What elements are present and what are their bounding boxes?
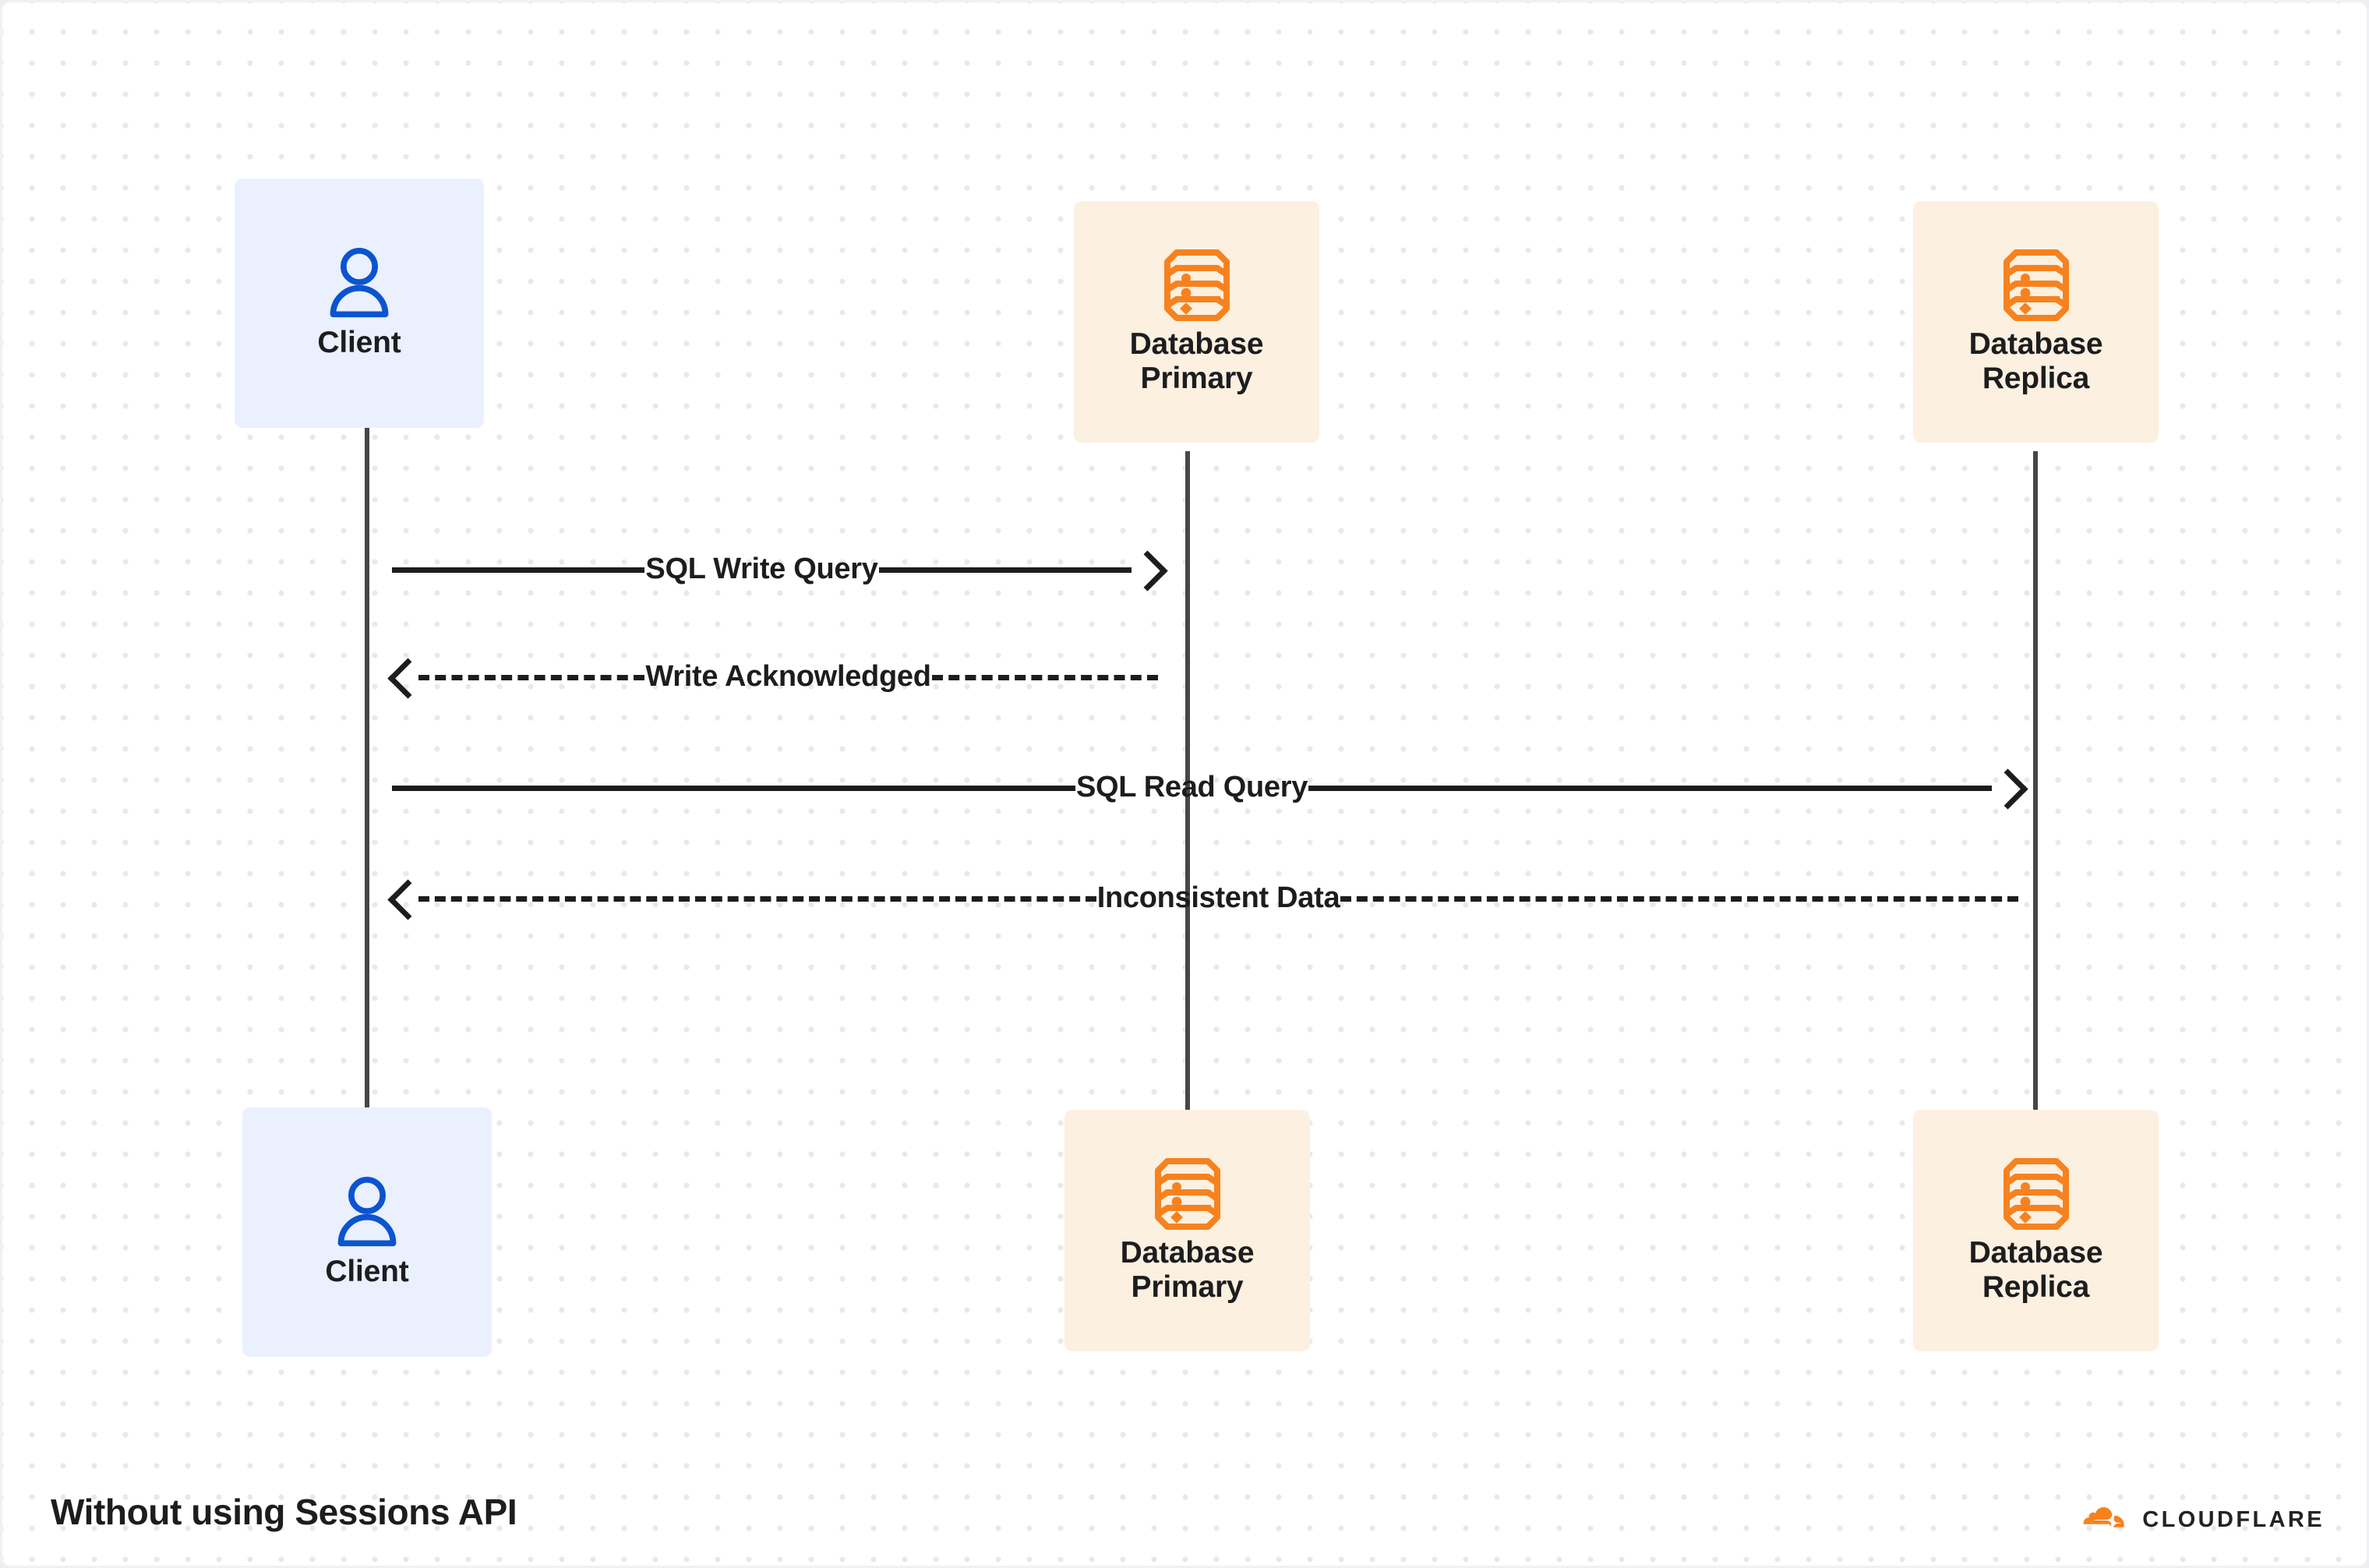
lifeline-client [365, 428, 369, 1112]
lifeline-primary [1185, 451, 1190, 1112]
database-icon [2002, 1157, 2071, 1231]
cloudflare-cloud-icon [2074, 1507, 2131, 1533]
message-sql-read-query: SQL Read Query [392, 766, 2018, 810]
message-line [1308, 785, 1992, 791]
participant-client-top[interactable]: Client [235, 178, 484, 428]
message-line [1340, 895, 2019, 902]
arrowhead-left-icon [392, 878, 418, 919]
participant-primary-bottom[interactable]: Database Primary [1064, 1110, 1310, 1351]
arrowhead-right-icon [1992, 768, 2018, 808]
participant-replica-top[interactable]: Database Replica [1913, 201, 2159, 443]
message-label: SQL Read Query [1075, 771, 1308, 803]
user-icon [331, 1175, 403, 1250]
arrowhead-left-icon [392, 657, 418, 697]
participant-label: Database Primary [1129, 327, 1264, 395]
message-inconsistent-data: Inconsistent Data [392, 877, 2019, 920]
message-line [418, 674, 645, 680]
database-icon [1163, 248, 1231, 323]
user-icon [323, 246, 395, 321]
arrowhead-right-icon [1132, 549, 1158, 590]
participant-label: Database Replica [1968, 1235, 2103, 1304]
lifeline-replica [2033, 451, 2038, 1112]
participant-label: Client [317, 325, 401, 359]
participant-label: Database Replica [1968, 327, 2103, 395]
message-line [878, 567, 1132, 573]
participant-primary-top[interactable]: Database Primary [1074, 201, 1319, 443]
participant-client-bottom[interactable]: Client [242, 1107, 492, 1357]
message-sql-write-query: SQL Write Query [392, 548, 1158, 592]
participant-label: Database Primary [1120, 1235, 1255, 1304]
participant-label: Client [325, 1254, 409, 1288]
diagram-title: Without using Sessions API [51, 1492, 517, 1532]
message-line [392, 785, 1075, 791]
participant-replica-bottom[interactable]: Database Replica [1913, 1110, 2159, 1351]
message-label: Inconsistent Data [1096, 881, 1340, 914]
message-write-acknowledged: Write Acknowledged [392, 655, 1158, 699]
cloudflare-wordmark: CLOUDFLARE [2142, 1507, 2325, 1532]
message-label: SQL Write Query [645, 553, 878, 585]
database-icon [2002, 248, 2071, 323]
cloudflare-brand: CLOUDFLARE [2074, 1507, 2325, 1533]
message-line [392, 567, 645, 573]
message-line [418, 895, 1096, 902]
message-line [931, 674, 1158, 680]
database-icon [1153, 1157, 1222, 1231]
message-label: Write Acknowledged [645, 660, 931, 693]
